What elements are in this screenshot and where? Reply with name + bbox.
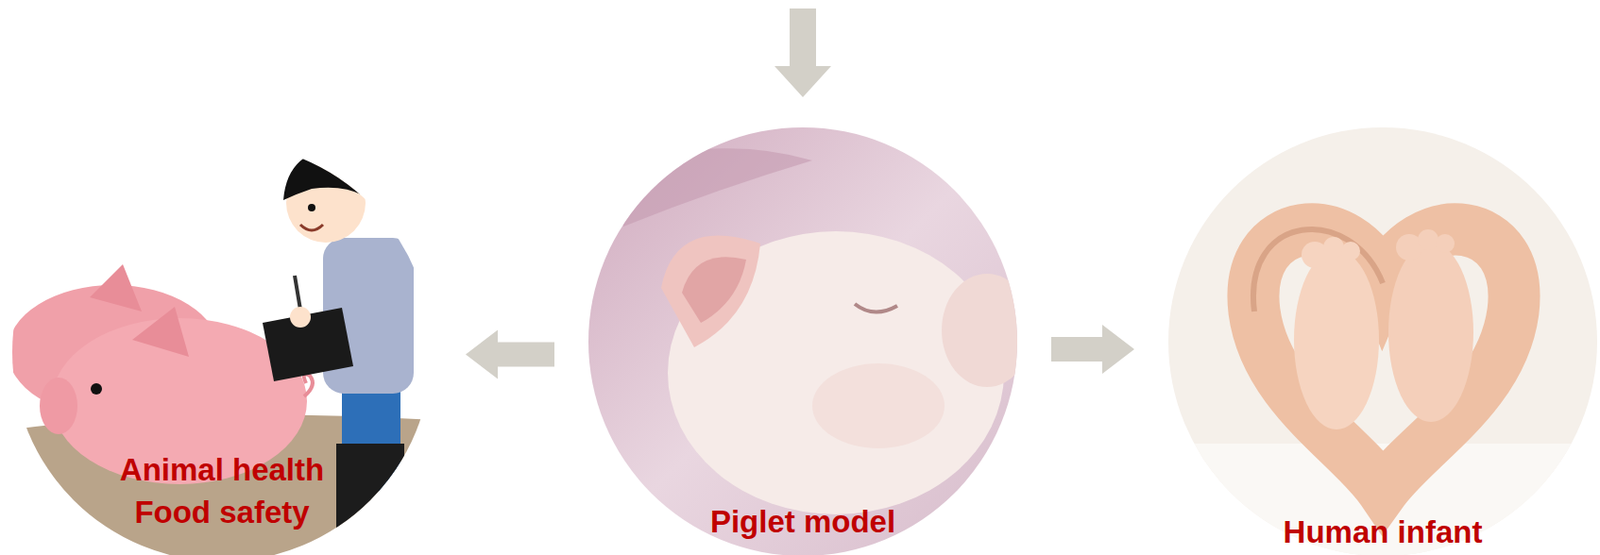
person-smile (300, 224, 324, 231)
toe (1417, 229, 1439, 251)
circle-outline (1169, 128, 1597, 555)
heart-hands (1253, 229, 1515, 492)
circle-outline (12, 142, 432, 555)
pig-eye (90, 383, 103, 395)
piglet-eye (854, 304, 898, 313)
person-boots (336, 443, 405, 529)
piglet-illustration (585, 122, 1033, 555)
pig-snout (39, 377, 78, 435)
flow-arrow (1051, 324, 1135, 375)
tablet (262, 307, 354, 382)
front-pig-ear (132, 306, 189, 358)
pig-tail (304, 374, 313, 397)
infant-illustration (1161, 122, 1600, 555)
input-arrow (774, 8, 832, 98)
node-label: Human infant (1168, 510, 1598, 554)
toe (1341, 241, 1361, 261)
toe (1435, 234, 1455, 254)
baby-foot (1293, 250, 1379, 430)
back-pig-ear (89, 264, 142, 312)
node-label: Animal health Food safety (103, 448, 341, 534)
scene-circle: Piglet model (588, 127, 1018, 555)
sky (0, 132, 444, 555)
node-label: Piglet model (588, 500, 1018, 544)
farm-illustration (0, 132, 444, 555)
person-hand (289, 306, 311, 328)
circle-outline (589, 128, 1017, 555)
blanket-fold (604, 148, 813, 227)
piglet-snout (941, 273, 1033, 388)
piglet-ear (661, 236, 761, 348)
toe (1323, 237, 1345, 258)
person-hair (283, 148, 392, 220)
flow-arrow (465, 330, 555, 380)
circle-outline (1168, 127, 1598, 555)
baby-foot (1388, 242, 1474, 423)
circle-outline (13, 143, 431, 555)
circle-outline (588, 127, 1018, 555)
piglet-cheek (812, 363, 945, 449)
person-eye (307, 204, 316, 212)
scene-circle: Animal health Food safety (12, 142, 432, 555)
piglet-head (667, 231, 1005, 515)
piglet-ear-inner (681, 256, 747, 324)
scene-circle: Human infant (1168, 127, 1598, 555)
